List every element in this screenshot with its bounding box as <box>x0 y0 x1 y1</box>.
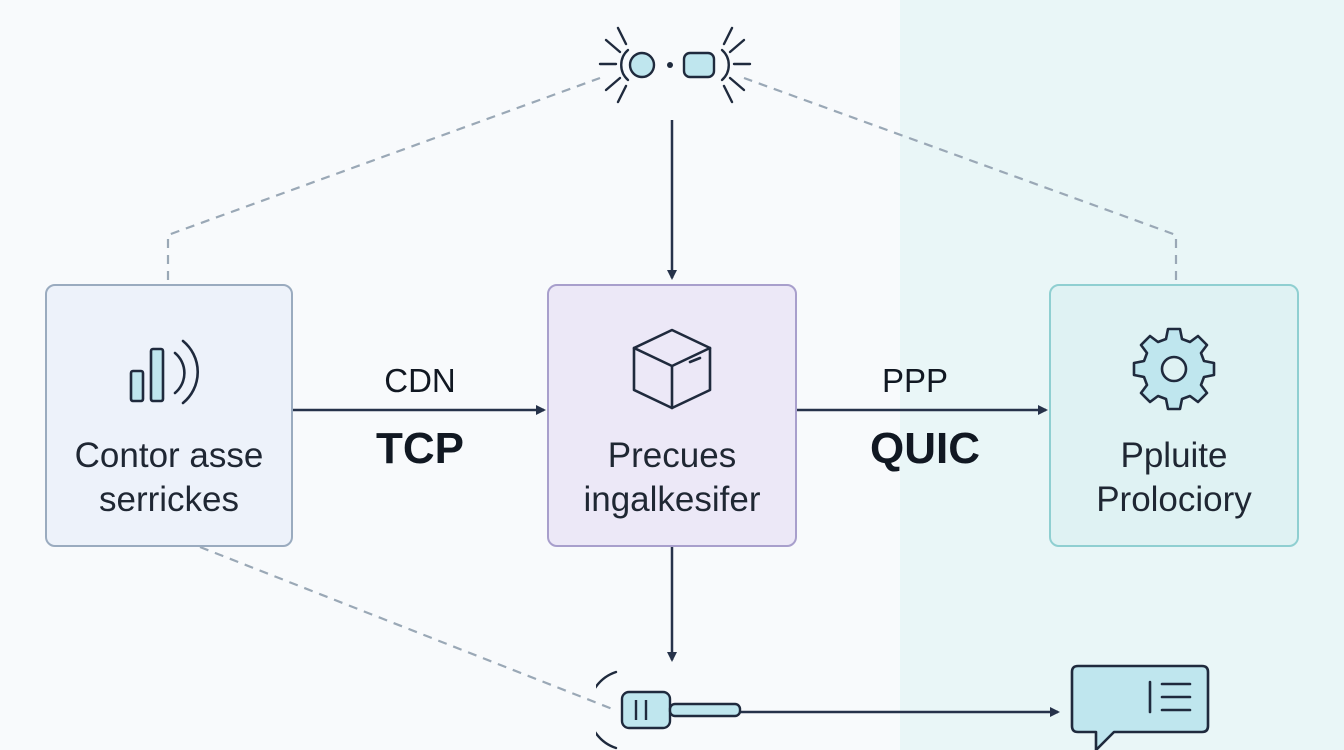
label-line-1: Precues <box>607 436 737 475</box>
dashed-link-left-bottom <box>199 545 616 712</box>
node-ppluite-label: Ppluite Prolociory <box>1051 434 1297 522</box>
gear-icon <box>1132 327 1216 411</box>
label-line-2: ingalkesifer <box>583 480 761 519</box>
node-ppluite[interactable]: Ppluite Prolociory <box>1049 284 1299 547</box>
label-line-2: serrickes <box>98 480 240 519</box>
edge-label-quic: QUIC <box>870 424 980 473</box>
edge-label-ppp: PPP <box>881 362 949 399</box>
cube-icon <box>632 328 712 410</box>
dashed-link-right-top <box>743 76 1178 280</box>
node-precues-label: Precues ingalkesifer <box>549 434 795 522</box>
node-content-services[interactable]: Contor asse serrickes <box>45 284 293 547</box>
node-precues[interactable]: Precues ingalkesifer <box>547 284 797 547</box>
label-line-2: Prolociory <box>1096 480 1252 519</box>
plug-connector-icon <box>596 670 742 750</box>
dashed-link-left-top <box>166 76 601 280</box>
connection-sparkle-icon <box>598 26 752 104</box>
edge-label-tcp: TCP <box>376 424 464 473</box>
chat-monitor-icon <box>1070 664 1210 750</box>
label-line-1: Contor asse <box>74 436 264 475</box>
edge-label-cdn: CDN <box>384 362 456 399</box>
signal-bars-icon <box>129 339 200 405</box>
label-line-1: Ppluite <box>1120 436 1228 475</box>
node-content-services-label: Contor asse serrickes <box>47 434 291 522</box>
